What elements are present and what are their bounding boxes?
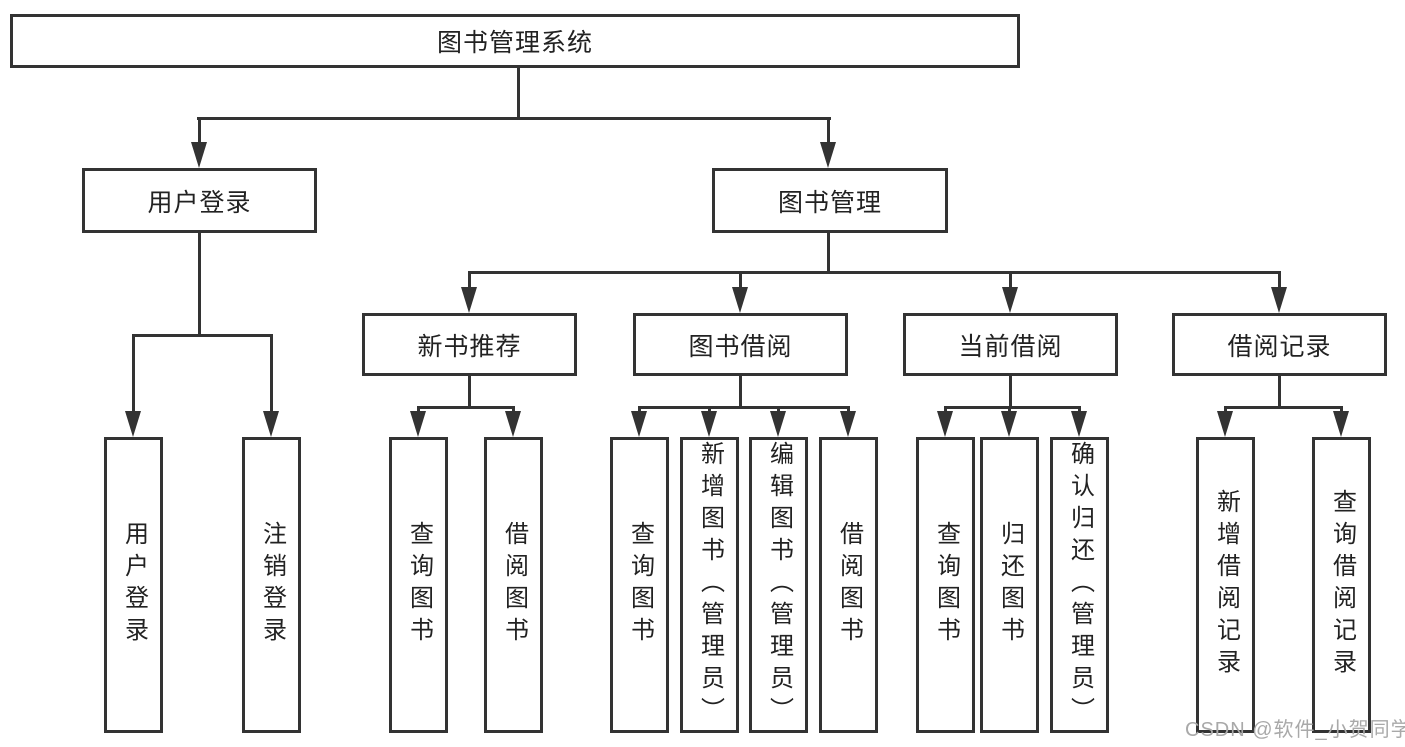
connector-line bbox=[1224, 406, 1343, 409]
arrowhead-down-icon bbox=[1333, 411, 1349, 437]
arrowhead-down-icon bbox=[1271, 287, 1287, 313]
arrowhead-down-icon bbox=[461, 287, 477, 313]
leaf-return-book: 归还图书 bbox=[980, 437, 1039, 733]
connector-line bbox=[198, 233, 201, 336]
arrowhead-down-icon bbox=[770, 411, 786, 437]
leaf-query-book-borrow: 查询图书 bbox=[610, 437, 669, 733]
leaf-query-book-current: 查询图书 bbox=[916, 437, 975, 733]
leaf-label: 借阅图书 bbox=[835, 521, 863, 649]
connector-line bbox=[739, 272, 742, 290]
connector-line bbox=[468, 272, 471, 290]
connector-line bbox=[1009, 376, 1012, 408]
arrowhead-down-icon bbox=[732, 287, 748, 313]
leaf-label: 归还图书 bbox=[996, 521, 1024, 649]
arrowhead-down-icon bbox=[191, 142, 207, 168]
connector-line bbox=[517, 68, 520, 119]
connector-line bbox=[198, 118, 201, 146]
arrowhead-down-icon bbox=[937, 411, 953, 437]
leaf-query-borrow-record: 查询借阅记录 bbox=[1312, 437, 1371, 733]
connector-line bbox=[739, 376, 742, 408]
leaf-label: 用户登录 bbox=[120, 521, 148, 649]
connector-line bbox=[417, 406, 515, 409]
arrowhead-down-icon bbox=[840, 411, 856, 437]
leaf-borrow-book-recommend: 借阅图书 bbox=[484, 437, 543, 733]
leaf-borrow-book: 借阅图书 bbox=[819, 437, 878, 733]
leaf-label: 编辑图书（管理员） bbox=[765, 441, 793, 729]
leaf-label: 借阅图书 bbox=[500, 521, 528, 649]
leaf-label: 确认归还（管理员） bbox=[1066, 441, 1094, 729]
leaf-label: 新增借阅记录 bbox=[1212, 489, 1240, 681]
connector-line bbox=[270, 335, 273, 415]
node-current-borrow: 当前借阅 bbox=[903, 313, 1118, 376]
node-new-book-recommend: 新书推荐 bbox=[362, 313, 577, 376]
node-library-system: 图书管理系统 bbox=[10, 14, 1020, 68]
connector-line bbox=[638, 406, 850, 409]
connector-line bbox=[1278, 272, 1281, 290]
leaf-confirm-return-admin: 确认归还（管理员） bbox=[1050, 437, 1109, 733]
node-user-login: 用户登录 bbox=[82, 168, 317, 233]
connector-line bbox=[468, 376, 471, 408]
leaf-label: 查询图书 bbox=[932, 521, 960, 649]
arrowhead-down-icon bbox=[1001, 411, 1017, 437]
arrowhead-down-icon bbox=[701, 411, 717, 437]
connector-line bbox=[1278, 376, 1281, 408]
arrowhead-down-icon bbox=[1217, 411, 1233, 437]
leaf-user-login: 用户登录 bbox=[104, 437, 163, 733]
leaf-label: 查询借阅记录 bbox=[1328, 489, 1356, 681]
leaf-add-book-admin: 新增图书（管理员） bbox=[680, 437, 739, 733]
arrowhead-down-icon bbox=[410, 411, 426, 437]
csdn-watermark: CSDN @软件_小贺同学 bbox=[1185, 719, 1405, 741]
leaf-add-borrow-record: 新增借阅记录 bbox=[1196, 437, 1255, 733]
arrowhead-down-icon bbox=[1002, 287, 1018, 313]
arrowhead-down-icon bbox=[631, 411, 647, 437]
leaf-label: 新增图书（管理员） bbox=[696, 441, 724, 729]
leaf-label: 查询图书 bbox=[405, 521, 433, 649]
connector-line bbox=[827, 233, 830, 273]
leaf-label: 注销登录 bbox=[258, 521, 286, 649]
arrowhead-down-icon bbox=[505, 411, 521, 437]
connector-line bbox=[132, 334, 273, 337]
arrowhead-down-icon bbox=[125, 411, 141, 437]
connector-line bbox=[827, 118, 830, 146]
leaf-query-book-recommend: 查询图书 bbox=[389, 437, 448, 733]
leaf-edit-book-admin: 编辑图书（管理员） bbox=[749, 437, 808, 733]
node-book-management: 图书管理 bbox=[712, 168, 948, 233]
connector-line bbox=[468, 271, 1281, 274]
connector-line bbox=[132, 335, 135, 415]
arrowhead-down-icon bbox=[1071, 411, 1087, 437]
connector-line bbox=[1009, 272, 1012, 290]
node-book-borrow: 图书借阅 bbox=[633, 313, 848, 376]
leaf-label: 查询图书 bbox=[626, 521, 654, 649]
connector-line bbox=[944, 406, 1081, 409]
leaf-logout: 注销登录 bbox=[242, 437, 301, 733]
arrowhead-down-icon bbox=[820, 142, 836, 168]
node-borrow-records: 借阅记录 bbox=[1172, 313, 1387, 376]
arrowhead-down-icon bbox=[263, 411, 279, 437]
connector-line bbox=[197, 117, 831, 120]
